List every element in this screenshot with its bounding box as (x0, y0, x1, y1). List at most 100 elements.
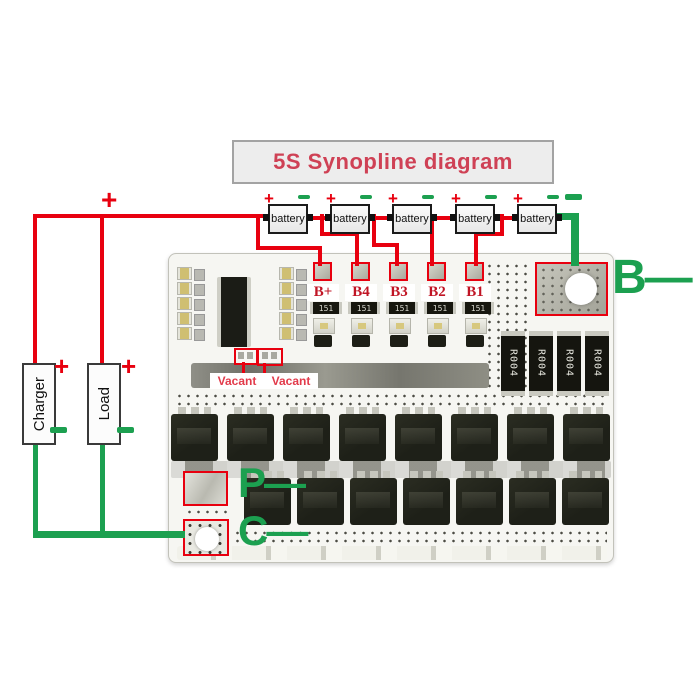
mosfet (171, 407, 218, 461)
smd-transistor (314, 335, 332, 347)
charger-plus-sign: + (54, 351, 70, 381)
led (177, 282, 192, 295)
wire-series-link (429, 216, 457, 220)
shunt-resistor-label: R004 (535, 349, 547, 378)
battery-terminal (450, 214, 456, 221)
battery-label: battery (333, 213, 367, 225)
wire-balance-b3 (395, 245, 399, 266)
b-minus-hole (565, 273, 597, 305)
p-minus-pad (183, 471, 228, 506)
wire-charger-negative (33, 441, 38, 535)
battery-plus-sign: + (326, 189, 336, 208)
wire-charger-positive (33, 214, 37, 365)
balance-pad-label: B4 (345, 284, 377, 301)
led (279, 312, 294, 325)
shunt-resistor-label: R004 (507, 349, 519, 378)
led (279, 327, 294, 340)
dot-grid (233, 529, 607, 543)
dot-grid (185, 508, 229, 518)
mosfet (297, 471, 344, 525)
wire-balance-b2 (430, 214, 434, 266)
battery-terminal (556, 214, 562, 221)
vacant-pad (257, 348, 283, 366)
load-plus-sign: + (121, 351, 137, 381)
smd-chip (296, 284, 307, 296)
battery-terminal (431, 214, 437, 221)
battery-terminal (512, 214, 518, 221)
led (177, 327, 192, 340)
mosfet (562, 471, 609, 525)
battery-label: battery (458, 213, 492, 225)
balance-pad-label: B3 (383, 284, 415, 301)
vacant-label: Vacant (210, 373, 264, 389)
shunt-resistor-label: R004 (591, 349, 603, 378)
led (177, 312, 192, 325)
board-edge-tabs (177, 546, 607, 560)
ic-chip (217, 277, 251, 347)
smd-transistor (390, 335, 408, 347)
diagram-title-box: 5S Synopline diagram (232, 140, 554, 184)
minus-icon (422, 195, 434, 199)
dot-grid (175, 392, 607, 407)
wire-balance-b4 (320, 214, 324, 234)
balance-pad (351, 262, 370, 281)
sense-resistor: 151 (386, 302, 418, 314)
wire-pack-negative (571, 213, 579, 266)
vacant-pointer-line (263, 363, 266, 374)
mosfet (509, 471, 556, 525)
wire-pack-negative (554, 213, 578, 220)
balance-pad (427, 262, 446, 281)
mosfet (507, 407, 554, 461)
wire-balance-b4 (320, 232, 359, 236)
b-minus-label: B— (612, 251, 693, 304)
shunt-resistor-label: R004 (563, 349, 575, 378)
mosfet (244, 471, 291, 525)
smd-transistor (428, 335, 446, 347)
minus-icon (360, 195, 372, 199)
mosfet (403, 471, 450, 525)
wire-balance-bplus (256, 246, 322, 250)
smd-chip (296, 269, 307, 281)
wire-balance-b4 (355, 234, 359, 266)
smd-transistor (352, 335, 370, 347)
smd-component (351, 318, 373, 334)
c-minus-hole (195, 527, 219, 551)
battery-cell: +battery (262, 190, 314, 236)
smd-chip (296, 329, 307, 341)
wire-balance-b1 (474, 234, 478, 266)
smd-chip (194, 299, 205, 311)
wire-balance-b3 (372, 243, 399, 247)
vacant-label: Vacant (264, 373, 318, 389)
battery-box: battery (392, 204, 432, 234)
battery-box: battery (330, 204, 370, 234)
battery-plus-sign: + (388, 189, 398, 208)
led (177, 267, 192, 280)
wire-series-link (367, 216, 394, 220)
wire-negative-return (33, 531, 185, 538)
mosfet (283, 407, 330, 461)
balance-pad (313, 262, 332, 281)
balance-pad-label: B+ (307, 284, 339, 301)
battery-label: battery (271, 213, 305, 225)
led (177, 297, 192, 310)
shunt-resistor: R004 (529, 331, 553, 396)
wire-balance-b1 (500, 214, 504, 235)
battery-terminal (369, 214, 375, 221)
shunt-resistor: R004 (501, 331, 525, 396)
b-minus-pad (535, 262, 608, 316)
sense-resistor: 151 (310, 302, 342, 314)
smd-chip (296, 299, 307, 311)
battery-cell: +battery (511, 190, 563, 236)
c-minus-label: C— (238, 507, 308, 554)
battery-cell: +battery (386, 190, 438, 236)
minus-icon (547, 195, 559, 199)
smd-chip (194, 314, 205, 326)
battery-terminal (307, 214, 313, 221)
mosfet (350, 471, 397, 525)
minus-icon (565, 194, 582, 200)
balance-pad-label: B2 (421, 284, 453, 301)
sense-resistor: 151 (424, 302, 456, 314)
smd-chip (296, 314, 307, 326)
smd-transistor (466, 335, 484, 347)
